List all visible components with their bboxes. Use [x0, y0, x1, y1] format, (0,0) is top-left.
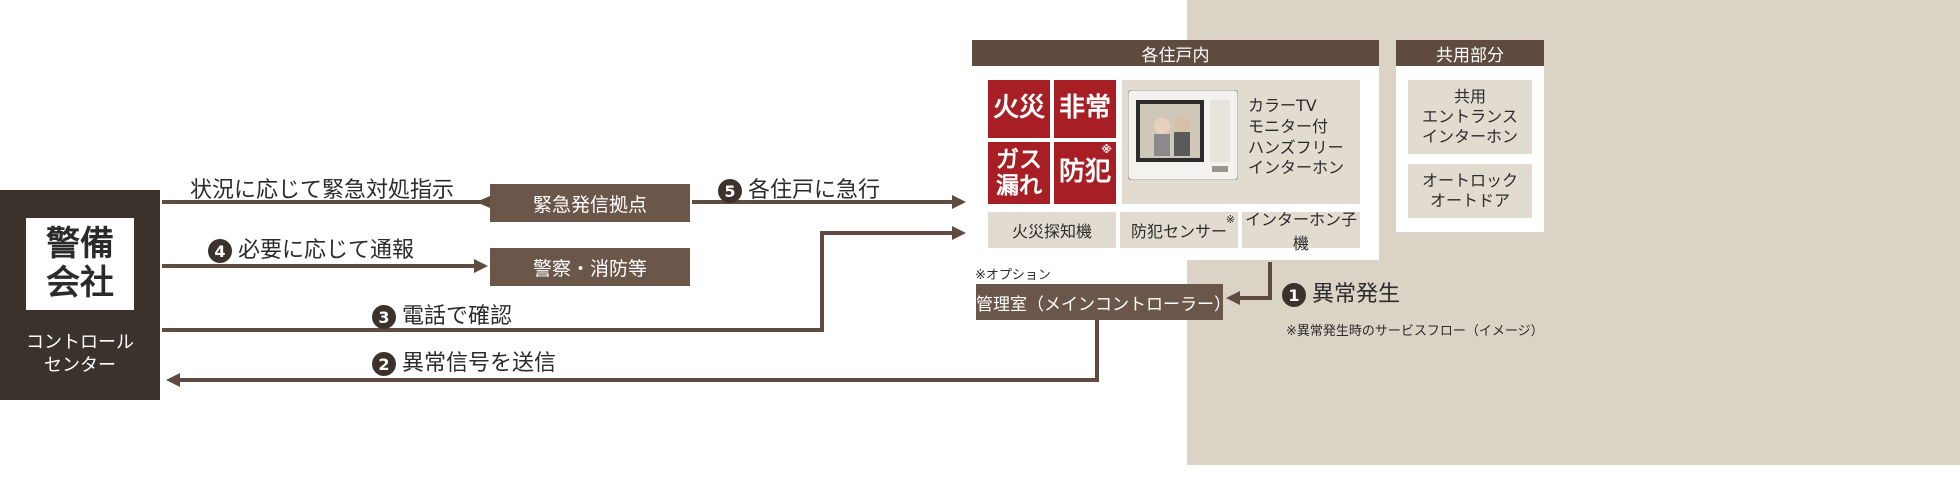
autolock-door: オートロック オートドア [1408, 164, 1532, 218]
gas-leak-line2: 漏れ [996, 173, 1042, 199]
arrowhead-step3 [952, 226, 966, 240]
control-center-line1: コントロール [26, 331, 134, 353]
arrowhead-step5 [952, 195, 966, 209]
monitor-desc-line3: ハンズフリー [1248, 137, 1344, 157]
monitor-description: カラーTV モニター付 ハンズフリー インターホン [1248, 96, 1344, 179]
gas-leak-line1: ガス [996, 146, 1042, 173]
emergency-button: 非常 [1054, 80, 1116, 138]
arrow-step2 [180, 318, 1099, 382]
gas-leak-button: ガス 漏れ [988, 142, 1050, 204]
instruction-label: 状況に応じて緊急対処指示 [190, 178, 455, 203]
option-note: ※オプション [975, 268, 1051, 283]
crime-label: 防犯 [1058, 157, 1111, 188]
common-section-body: 共用 エントランス インターホン オートロック オートドア [1396, 66, 1544, 232]
step1-text: 異常発生 [1312, 282, 1401, 307]
dispatch-box: 緊急発信拠点 [490, 184, 690, 222]
control-center-line2: センター [44, 355, 116, 376]
arrowhead-step2 [166, 373, 180, 387]
intercom-monitor-icon [1128, 90, 1238, 180]
arrowhead-instruction [476, 196, 490, 208]
monitor-desc-line1: カラーTV [1248, 96, 1317, 115]
step5-number: 5 [718, 179, 742, 203]
step3-text: 電話で確認 [402, 304, 513, 329]
step2-text: 異常信号を送信 [402, 351, 557, 376]
arrowhead-step1 [1226, 291, 1240, 305]
step4-text: 必要に応じて通報 [238, 238, 415, 263]
entrance-line2: エントランス [1422, 107, 1518, 126]
arrow-step1 [1240, 262, 1272, 300]
crime-button: 防犯 ※ [1054, 142, 1116, 204]
step5-text: 各住戸に急行 [748, 178, 881, 203]
flow-footnote: ※異常発生時のサービスフロー（イメージ） [1286, 324, 1544, 339]
arrow-step3 [162, 231, 955, 332]
arrowhead-step4 [474, 259, 488, 273]
step3-number: 3 [372, 305, 396, 329]
entrance-line3: インターホン [1421, 127, 1518, 146]
step4-number: 4 [208, 239, 232, 263]
control-center-label: コントロール センター [0, 322, 160, 386]
entrance-intercom: 共用 エントランス インターホン [1408, 80, 1532, 154]
unit-section-body: 火災 非常 ガス 漏れ 防犯 ※ カラーTV モニター付 ハンズフリー インター… [972, 66, 1379, 260]
company-title-line1: 警備 [46, 223, 114, 264]
step2-number: 2 [372, 352, 396, 376]
company-title-line2: 会社 [46, 263, 114, 303]
crime-sensor-label: 防犯センサー [1130, 222, 1227, 241]
autolock-line1: オートロック [1421, 171, 1518, 190]
police-box: 警察・消防等 [490, 248, 690, 286]
monitor-desc-line2: モニター付 [1248, 116, 1329, 136]
intercom-sub-unit: インターホン子機 [1242, 210, 1360, 253]
monitor-area: カラーTV モニター付 ハンズフリー インターホン [1122, 80, 1360, 204]
management-controller: 管理室（メインコントローラー） [976, 284, 1231, 320]
common-section-header: 共用部分 [1396, 40, 1544, 66]
autolock-line2: オートドア [1429, 191, 1510, 210]
crime-note-mark: ※ [1101, 143, 1112, 156]
fire-detector: 火災探知機 [988, 212, 1116, 248]
unit-section-header: 各住戸内 [972, 40, 1379, 66]
security-company-box: 警備 会社 コントロール センター [0, 190, 160, 400]
company-label-box: 警備 会社 [26, 218, 134, 310]
crime-sensor: 防犯センサー ※ [1120, 212, 1238, 248]
crime-sensor-note-mark: ※ [1225, 213, 1235, 226]
fire-button: 火災 [988, 80, 1050, 138]
step1-number: 1 [1282, 283, 1306, 307]
monitor-desc-line4: インターホン [1248, 158, 1345, 178]
entrance-line1: 共用 [1453, 87, 1486, 106]
